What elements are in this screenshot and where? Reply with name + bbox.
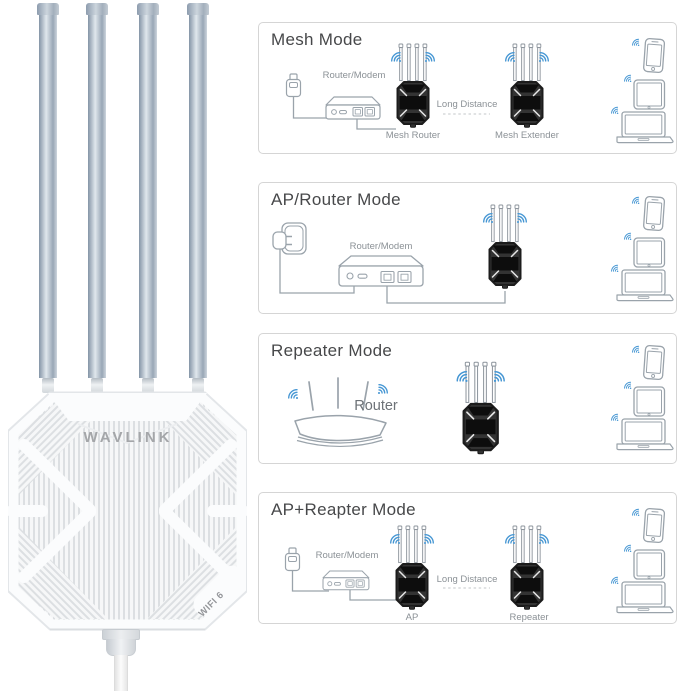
- client-devices-icon: [612, 508, 673, 612]
- antenna-connector: [42, 378, 54, 393]
- repeater-label: Repeater: [509, 612, 549, 623]
- panel-mesh-mode: Mesh Mode Router/Modem Mesh Router Long …: [258, 22, 677, 154]
- router-modem-label: Router/Modem: [349, 241, 413, 252]
- cable-line: [292, 97, 335, 119]
- long-distance-label: Long Distance: [436, 99, 498, 110]
- mesh-extender-label: Mesh Extender: [495, 130, 559, 141]
- ap-repeater-mode-diagram: [284, 493, 676, 623]
- panel-title: AP+Reapter Mode: [271, 500, 416, 519]
- panel-title: Mesh Mode: [271, 30, 363, 49]
- outdoor-ap-enclosure: [8, 391, 247, 631]
- antenna-cap: [137, 3, 159, 15]
- mesh-router-label: Mesh Router: [385, 130, 441, 141]
- cable-line: [356, 119, 396, 130]
- antenna-connector: [91, 378, 103, 393]
- panel-title: AP/Router Mode: [271, 190, 401, 209]
- antenna-connector: [192, 378, 204, 393]
- router-modem-label: Router/Modem: [315, 550, 379, 561]
- cable-gland-body: [106, 639, 136, 656]
- ap-label: AP: [405, 612, 419, 623]
- client-devices-icon: [612, 196, 673, 300]
- cable-line: [386, 286, 506, 304]
- panel-ap-router-mode: AP/Router Mode Router/Modem: [258, 182, 677, 314]
- outdoor-ap-icon: [391, 526, 434, 609]
- power-plug-icon: [272, 222, 307, 255]
- outdoor-ap-icon: [392, 44, 435, 127]
- power-cable: [114, 655, 128, 691]
- client-devices-icon: [612, 345, 673, 449]
- router-modem-label: Router/Modem: [322, 70, 386, 81]
- wavlink-logo: WAVLINK: [83, 429, 173, 446]
- long-distance-label: Long Distance: [436, 574, 498, 585]
- antenna-shaft: [139, 15, 157, 378]
- router-modem-icon: [325, 96, 381, 120]
- panel-title: Repeater Mode: [271, 341, 393, 360]
- outdoor-ap-icon: [484, 205, 527, 288]
- outdoor-ap-icon: [506, 44, 549, 127]
- panel-ap-repeater-mode: AP+Reapter Mode Router/Modem AP Long Dis…: [258, 492, 677, 624]
- antenna-cap: [187, 3, 209, 15]
- outdoor-ap-icon: [506, 526, 549, 609]
- mesh-mode-diagram: [285, 23, 676, 153]
- client-devices-icon: [612, 38, 673, 142]
- cable-line: [349, 590, 396, 601]
- router-modem-icon: [338, 255, 424, 287]
- router-modem-icon: [322, 570, 370, 591]
- antenna-cap: [86, 3, 108, 15]
- router-label: Router: [354, 398, 398, 414]
- ap-router-mode-diagram: [272, 183, 676, 304]
- cable-line: [279, 249, 355, 294]
- cable-line: [291, 571, 329, 592]
- antenna-shaft: [39, 15, 57, 378]
- panel-repeater-mode: Repeater Mode Router: [258, 333, 677, 464]
- antenna-shaft: [189, 15, 207, 378]
- outdoor-ap-icon: [457, 362, 504, 454]
- antenna-shaft: [88, 15, 106, 378]
- antenna-connector: [142, 378, 154, 393]
- antenna-cap: [37, 3, 59, 15]
